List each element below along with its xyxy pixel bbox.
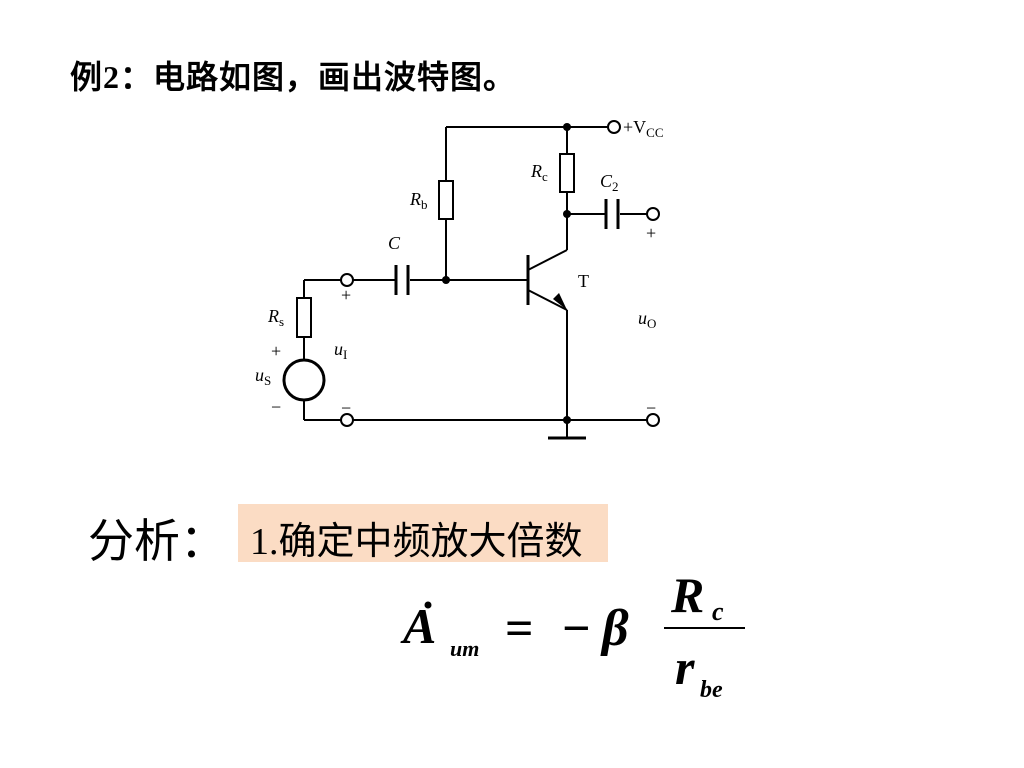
- formula-lhs: A: [400, 598, 436, 654]
- title-number: 2: [103, 59, 121, 95]
- page-title: 例2：电路如图，画出波特图。: [70, 52, 516, 98]
- voltage-source: [282, 358, 326, 402]
- step-number: 1.: [250, 521, 279, 563]
- step-highlight-box: [238, 504, 608, 562]
- rb-resistor: [438, 180, 454, 220]
- svg-text:Rs: Rs: [267, 306, 284, 329]
- title-text: ：电路如图，画出波特图。: [120, 58, 517, 96]
- formula-denominator-sub: be: [700, 677, 723, 703]
- formula-equals: =: [505, 600, 534, 656]
- svg-text:+: +: [271, 341, 281, 361]
- step-text: 1.确定中频放大倍数: [250, 510, 583, 565]
- emitter-arrow: [553, 293, 567, 310]
- svg-text:uO: uO: [638, 308, 656, 331]
- svg-text:Rb: Rb: [409, 189, 428, 212]
- svg-text:uI: uI: [334, 339, 347, 362]
- formula-numerator-sub: c: [712, 597, 724, 626]
- svg-text:+: +: [341, 285, 351, 305]
- capacitor-c: [394, 265, 410, 295]
- svg-text:−: −: [341, 398, 351, 418]
- svg-text:C2: C2: [600, 171, 619, 194]
- step-label: 确定中频放大倍数: [278, 519, 583, 563]
- title-prefix: 例: [70, 58, 104, 96]
- svg-text:−: −: [271, 397, 281, 417]
- formula-denominator: r: [675, 639, 695, 695]
- svg-text:uS: uS: [255, 365, 271, 388]
- rc-resistor: [559, 153, 575, 193]
- svg-text:−: −: [646, 398, 656, 418]
- formula-numerator: R: [670, 567, 704, 623]
- svg-text:C: C: [388, 233, 401, 253]
- formula-beta: β: [600, 600, 629, 657]
- formula-lhs-sub: um: [450, 636, 479, 661]
- capacitor-c2: [604, 199, 620, 229]
- analysis-label: 分析：: [88, 514, 226, 568]
- svg-text:+VCC: +VCC: [623, 117, 664, 140]
- dot-accent: [424, 601, 432, 609]
- rs-resistor: [296, 297, 312, 338]
- svg-text:Rc: Rc: [530, 161, 548, 184]
- svg-text:+: +: [646, 223, 656, 243]
- svg-text:T: T: [578, 271, 589, 291]
- formula-minus: −: [562, 600, 591, 656]
